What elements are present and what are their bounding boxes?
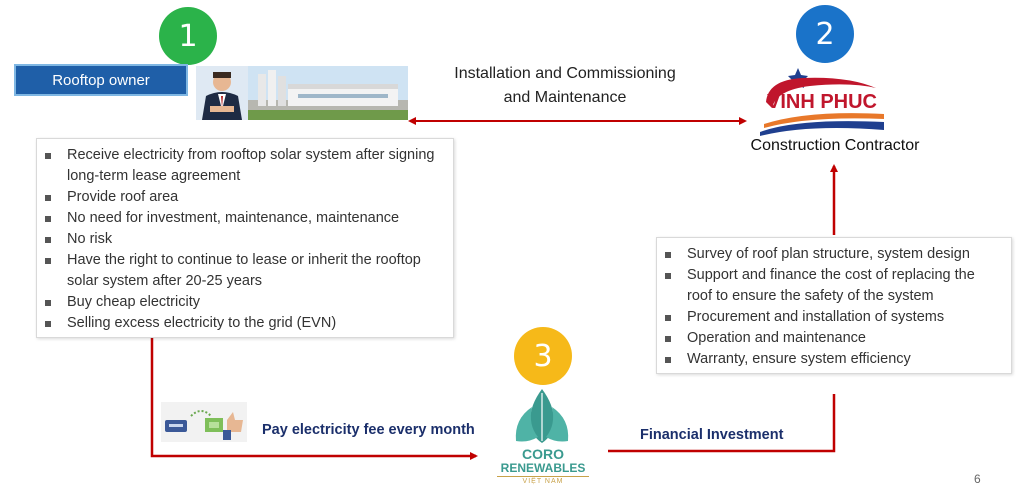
install-commission-label: Installation and Commissioning and Maint… — [425, 62, 705, 110]
install-label-line-1: Installation and Commissioning — [454, 65, 676, 82]
businessman-image — [196, 66, 248, 120]
page-number: 6 — [974, 472, 981, 486]
list-item: Support and finance the cost of replacin… — [665, 265, 1003, 307]
coro-renewables-logo — [515, 389, 569, 443]
list-item: No risk — [45, 229, 445, 250]
list-item: Operation and maintenance — [665, 328, 1003, 349]
node-2-number: 2 — [796, 5, 854, 63]
list-item: Survey of roof plan structure, system de… — [665, 244, 1003, 265]
contractor-tasks-box: Survey of roof plan structure, system de… — [656, 237, 1012, 374]
list-item: Have the right to continue to lease or i… — [45, 250, 445, 292]
list-item: Receive electricity from rooftop solar s… — [45, 145, 445, 187]
list-item: Provide roof area — [45, 187, 445, 208]
install-label-line-2: and Maintenance — [503, 89, 627, 106]
factory-image — [248, 66, 408, 120]
finance-arrow — [608, 394, 836, 453]
pay-fee-label: Pay electricity fee every month — [262, 422, 475, 438]
owner-benefits-box: Receive electricity from rooftop solar s… — [36, 138, 454, 338]
rooftop-owner-label: Rooftop owner — [16, 66, 186, 94]
list-item: Procurement and installation of systems — [665, 307, 1003, 328]
coro-renewables-wordmark: CORO RENEWABLES — [497, 447, 589, 475]
list-item: No need for investment, maintenance, mai… — [45, 208, 445, 229]
vinh-phuc-logo: VINH PHUC — [760, 68, 884, 136]
pay-arrow — [150, 338, 478, 460]
list-item: Selling excess electricity to the grid (… — [45, 313, 445, 334]
list-item: Buy cheap electricity — [45, 292, 445, 313]
node-1-number: 1 — [159, 7, 217, 65]
node-3-number: 3 — [514, 327, 572, 385]
coro-name-line-1: CORO — [522, 446, 564, 462]
coro-name-line-2: RENEWABLES — [500, 461, 586, 475]
coro-subtitle: VIỆT NAM — [497, 476, 589, 485]
payment-icon — [161, 402, 247, 442]
vinh-phuc-logo-text: VINH PHUC — [767, 91, 877, 113]
construction-contractor-label: Construction Contractor — [750, 137, 920, 154]
list-item: Warranty, ensure system efficiency — [665, 349, 1003, 370]
financial-investment-label: Financial Investment — [640, 427, 784, 443]
